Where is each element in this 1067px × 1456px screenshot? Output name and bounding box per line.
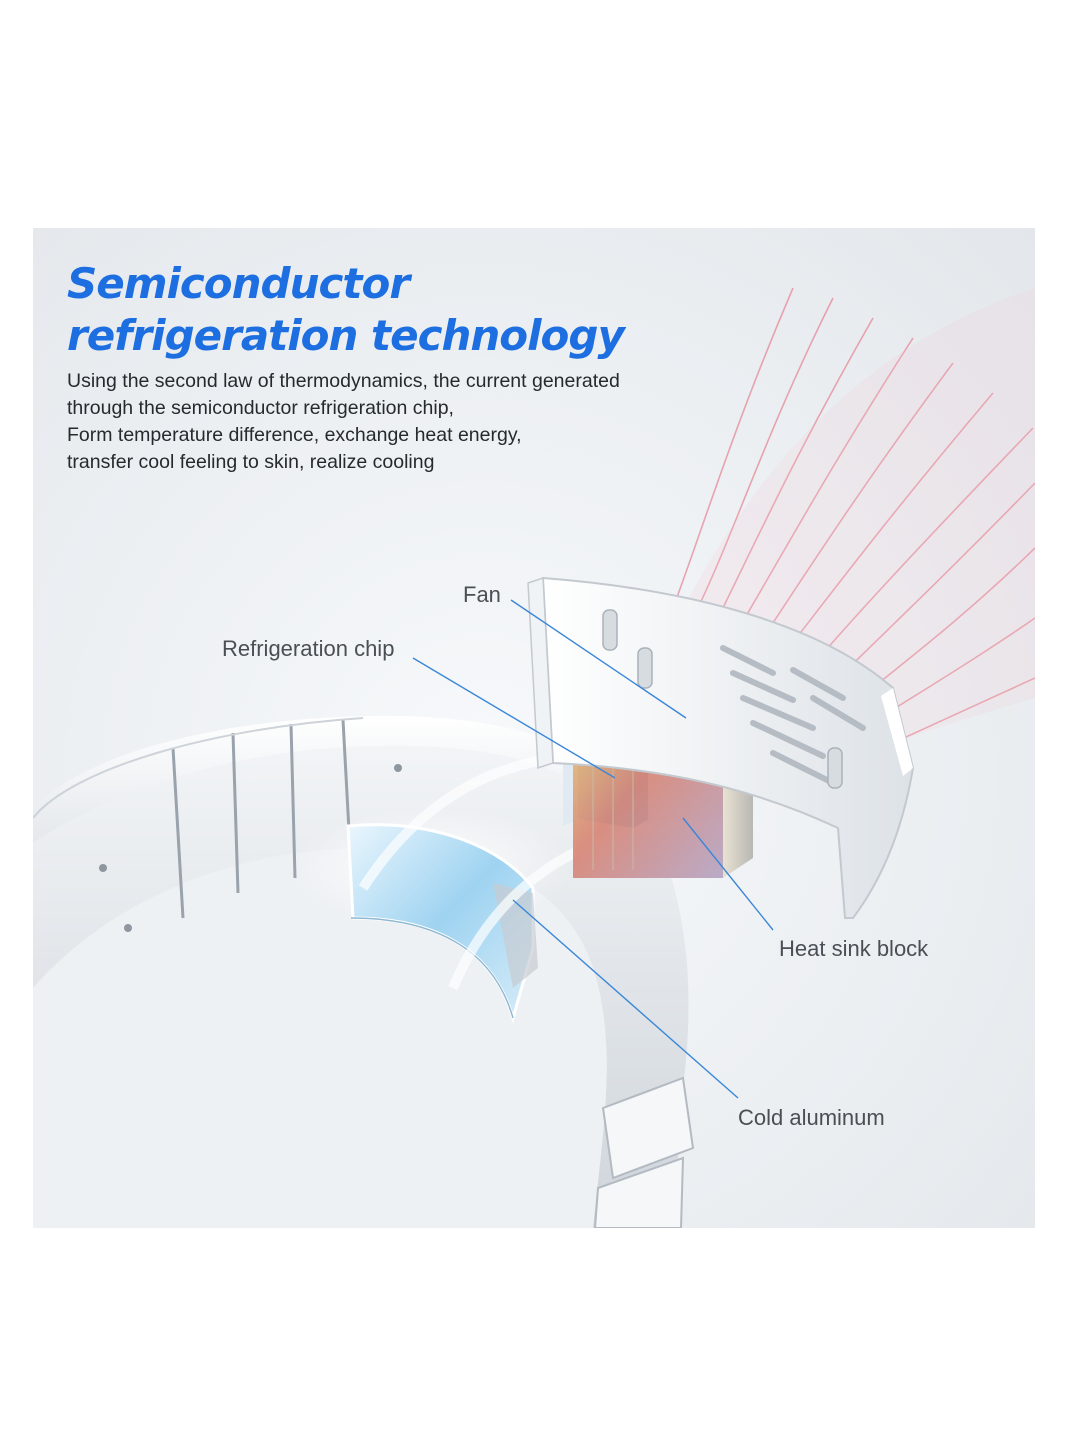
description-line: Form temperature difference, exchange he…	[67, 424, 522, 446]
heat-sink-block-label: Heat sink block	[779, 936, 929, 961]
aluminum-leader-line	[512, 899, 739, 1099]
heatsink-leader-line	[682, 817, 774, 931]
headline-line-1: Semiconductor	[67, 259, 410, 308]
neck-fan-exploded-illustration	[33, 287, 1035, 1228]
cold-aluminum-pad	[346, 823, 538, 1024]
fan-leader-line	[510, 599, 687, 719]
description-line: Using the second law of thermodynamics, …	[67, 370, 620, 392]
description: Using the second law of thermodynamics, …	[67, 368, 767, 476]
cold-aluminum-label: Cold aluminum	[738, 1105, 885, 1130]
fan-label: Fan	[463, 582, 501, 607]
fan-cover-shell	[527, 576, 915, 919]
headline: Semiconductor refrigeration technology	[67, 258, 625, 362]
leader-lines	[412, 599, 774, 1099]
product-panel: Semiconductor refrigeration technology U…	[33, 228, 1035, 1228]
headline-line-2: refrigeration technology	[67, 311, 625, 360]
chip-leader-line	[412, 657, 616, 779]
description-line: through the semiconductor refrigeration …	[67, 397, 454, 419]
description-line: transfer cool feeling to skin, realize c…	[67, 451, 435, 473]
refrigeration-chip-label: Refrigeration chip	[222, 636, 395, 661]
